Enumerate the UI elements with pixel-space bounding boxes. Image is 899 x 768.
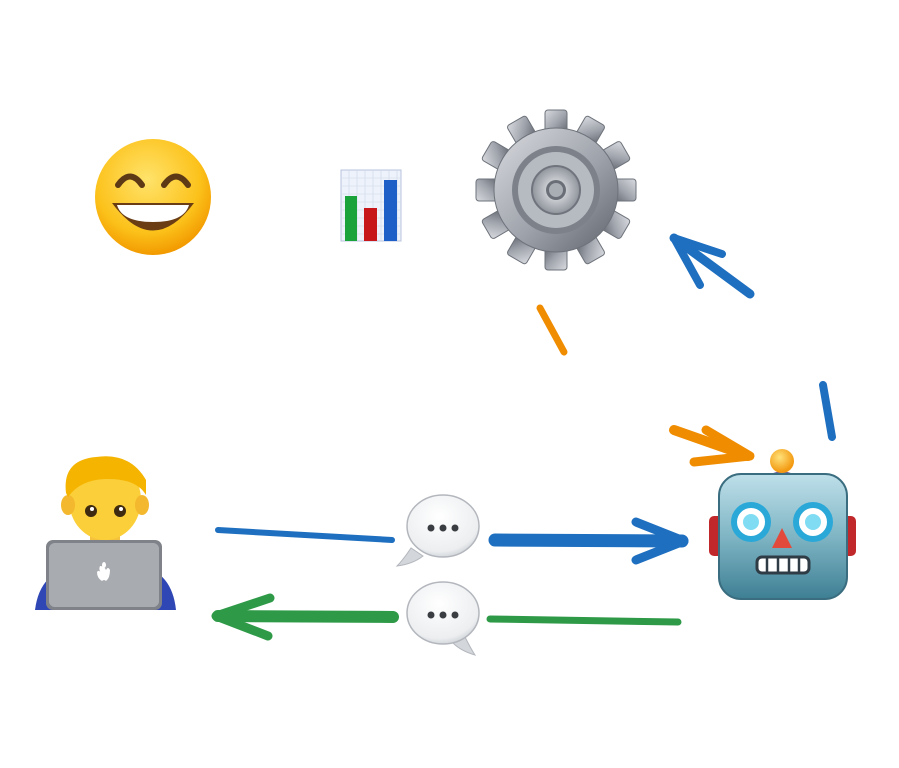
- arrow-robot-to-gear: [669, 233, 836, 441]
- robot-icon: [709, 449, 856, 600]
- speech-bubble-icon: [406, 581, 480, 656]
- arrow-gear-to-robot: [536, 304, 755, 467]
- man-technologist-icon: [35, 456, 176, 610]
- grinning-face-icon: [95, 139, 211, 255]
- gear-icon: [475, 109, 637, 271]
- speech-bubble-icon: [395, 494, 480, 567]
- bar-chart-icon: [340, 169, 402, 242]
- arrow-robot-to-developer: [211, 593, 682, 641]
- arrow-developer-to-robot: [215, 517, 689, 565]
